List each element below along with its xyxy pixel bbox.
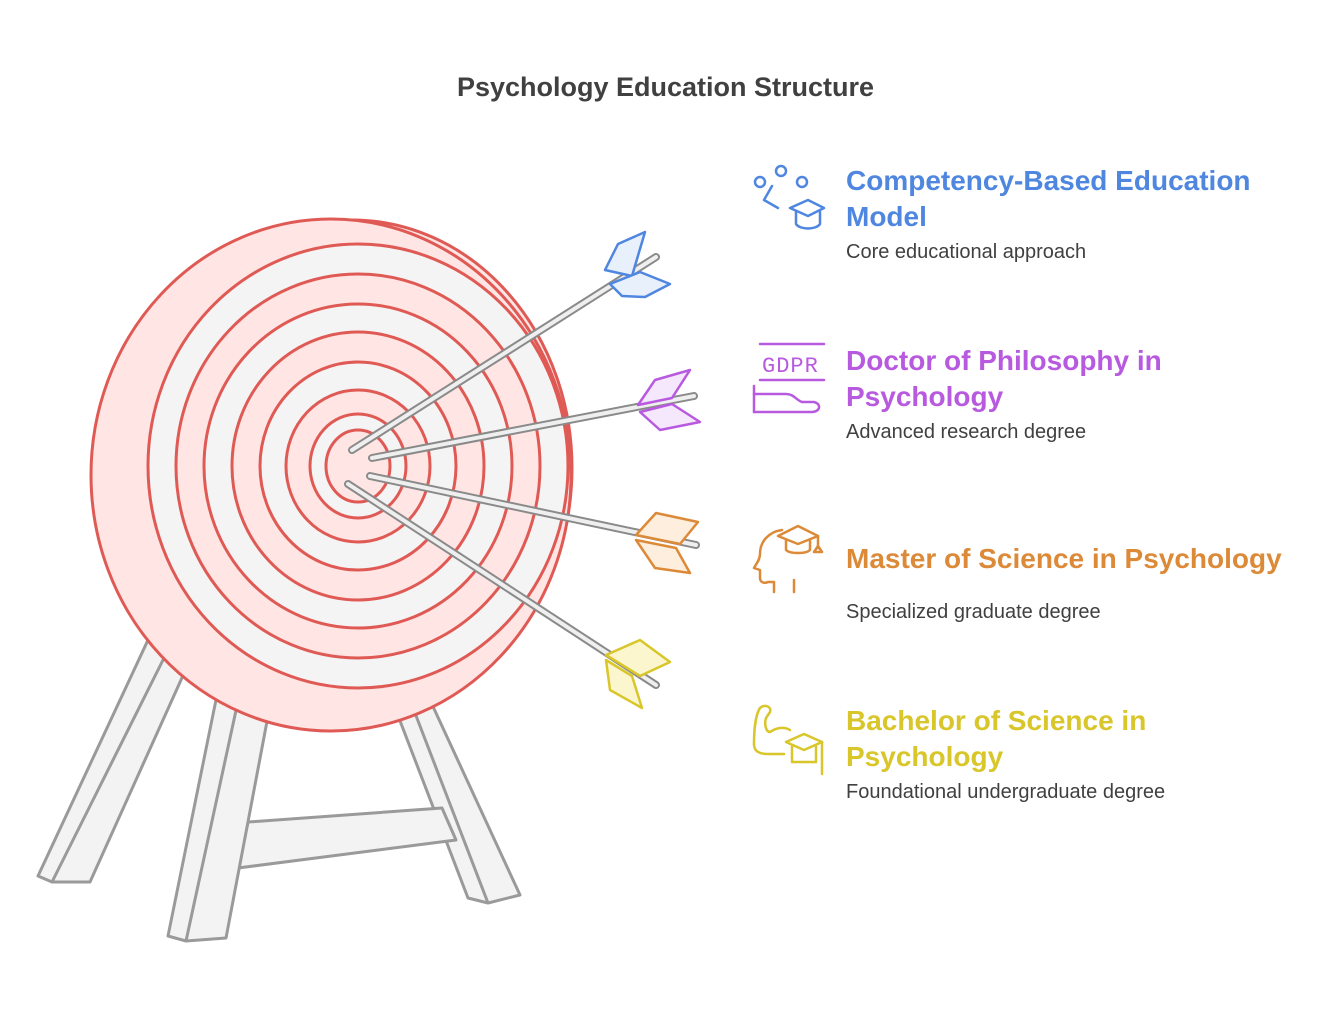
item-title-line: Psychology — [846, 381, 1004, 412]
item-title: Doctor of Philosophy in Psychology — [846, 343, 1316, 415]
item-description: Core educational approach — [846, 241, 1087, 263]
arrow-orange — [366, 472, 700, 575]
item-master-of-science: Master of Science in Psychology Speciali… — [846, 541, 1316, 625]
item-title: Master of Science in Psychology — [846, 541, 1316, 577]
item-title-line: Doctor of Philosophy in — [846, 345, 1162, 376]
arrow-purple — [368, 368, 702, 462]
diagram-title: Psychology Education Structure — [456, 72, 875, 102]
item-description: Foundational undergraduate degree — [846, 781, 1166, 803]
item-description: Specialized graduate degree — [846, 601, 1101, 623]
arrow-blue — [348, 230, 672, 454]
network-graduation-cap-icon — [753, 164, 826, 230]
item-title-line: Model — [846, 201, 927, 232]
gdpr-hand-icon: GDPR — [752, 342, 826, 414]
item-bachelor-of-science: Bachelor of Science in Psychology Founda… — [846, 703, 1316, 805]
target-board — [89, 217, 574, 733]
item-competency-based-education: Competency-Based Education Model Core ed… — [846, 163, 1316, 265]
item-title-line: Master of Science in Psychology — [846, 543, 1282, 574]
item-title-line: Bachelor of Science in — [846, 705, 1147, 736]
item-description: Advanced research degree — [846, 421, 1087, 443]
item-title-line: Psychology — [846, 741, 1004, 772]
item-title: Competency-Based Education Model — [846, 163, 1316, 235]
arm-graduation-cap-icon — [752, 704, 824, 776]
item-title-line: Competency-Based Education — [846, 165, 1251, 196]
item-title: Bachelor of Science in Psychology — [846, 703, 1316, 775]
arrow-yellow — [344, 480, 672, 710]
gdpr-icon-text: GDPR — [762, 354, 819, 379]
item-doctor-of-philosophy: Doctor of Philosophy in Psychology Advan… — [846, 343, 1316, 445]
head-graduation-cap-icon — [752, 524, 824, 594]
